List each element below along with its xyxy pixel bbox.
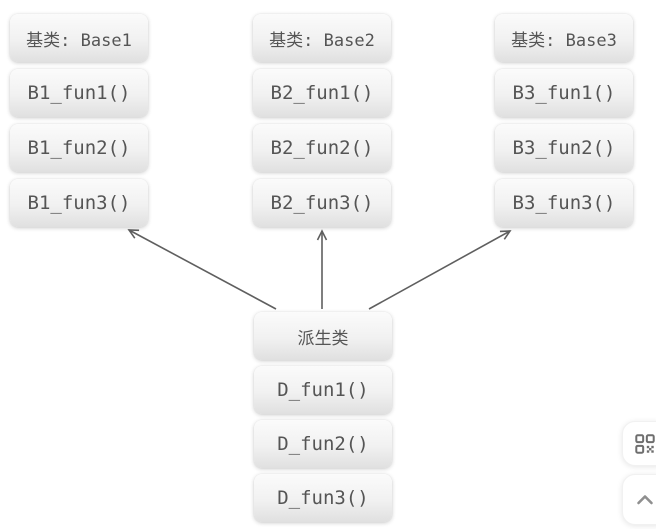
base1-method-box: B1_fun1()	[10, 69, 148, 117]
base1-column: 基类: Base1 B1_fun1() B1_fun2() B1_fun3()	[10, 14, 148, 227]
base1-method-box: B1_fun2()	[10, 124, 148, 172]
base3-column: 基类: Base3 B3_fun1() B3_fun2() B3_fun3()	[495, 14, 633, 227]
base3-method-box: B3_fun3()	[495, 179, 633, 227]
back-to-top-button[interactable]	[622, 474, 656, 525]
qr-code-icon	[635, 433, 655, 454]
base2-column: 基类: Base2 B2_fun1() B2_fun2() B2_fun3()	[253, 14, 391, 227]
derived-column: 派生类 D_fun1() D_fun2() D_fun3()	[254, 312, 392, 522]
base2-method-box: B2_fun3()	[253, 179, 391, 227]
base1-method-box: B1_fun3()	[10, 179, 148, 227]
base2-title-box: 基类: Base2	[253, 14, 391, 62]
base3-title-box: 基类: Base3	[495, 14, 633, 62]
derived-method-box: D_fun3()	[254, 474, 392, 522]
chevron-up-icon	[637, 494, 653, 504]
derived-title-box: 派生类	[254, 312, 392, 360]
base3-method-box: B3_fun2()	[495, 124, 633, 172]
base2-method-box: B2_fun1()	[253, 69, 391, 117]
derived-method-box: D_fun1()	[254, 366, 392, 414]
qr-code-button[interactable]	[622, 421, 656, 466]
arrow-derived-to-base1	[127, 229, 277, 310]
derived-method-box: D_fun2()	[254, 420, 392, 468]
arrow-derived-to-base3	[368, 230, 512, 310]
base2-method-box: B2_fun2()	[253, 124, 391, 172]
base3-method-box: B3_fun1()	[495, 69, 633, 117]
base1-title-box: 基类: Base1	[10, 14, 148, 62]
